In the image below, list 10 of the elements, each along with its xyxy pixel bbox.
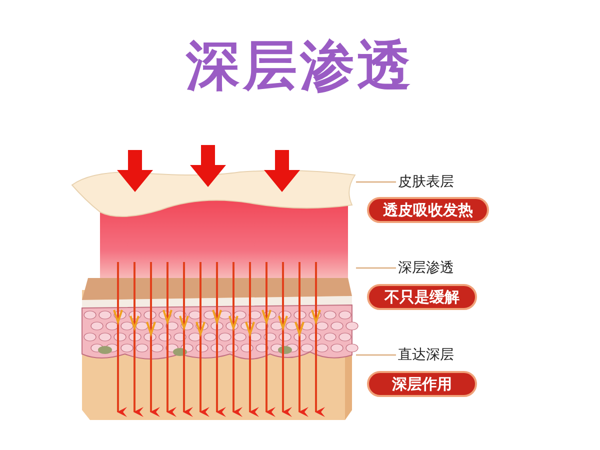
layer-label: 直达深层 xyxy=(398,346,454,364)
layer-label: 皮肤表层 xyxy=(398,173,454,191)
tag-label: 透皮吸收发热 xyxy=(367,197,489,223)
tag-label: 深层作用 xyxy=(367,371,477,397)
layer-label: 深层渗透 xyxy=(398,259,454,277)
leader-line xyxy=(356,267,396,269)
tag-label: 不只是缓解 xyxy=(367,284,477,310)
leader-line xyxy=(356,354,396,356)
leader-line xyxy=(356,181,396,183)
title: 深层渗透 xyxy=(186,34,414,99)
